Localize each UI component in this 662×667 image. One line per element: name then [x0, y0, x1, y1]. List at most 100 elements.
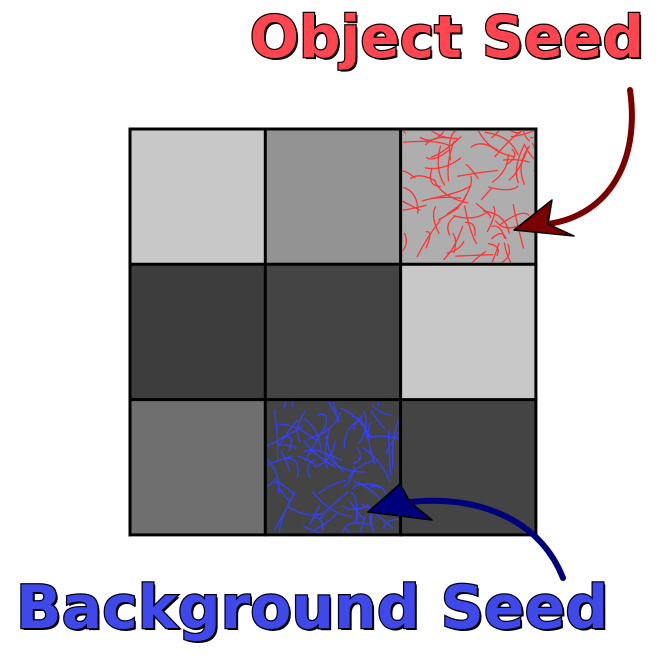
scribble-stroke [387, 430, 392, 476]
scribble-stroke [471, 251, 487, 263]
scribble-stroke [267, 458, 280, 494]
object-seed-label: Object Seed [248, 2, 645, 73]
grid-cell-r2-c1 [265, 399, 401, 535]
object-seed-scribble [402, 131, 534, 263]
scribble-stroke [402, 200, 407, 204]
scribble-stroke [430, 136, 462, 158]
scribble-stroke [491, 131, 500, 139]
scribble-stroke [410, 175, 436, 182]
grid-lines [128, 127, 538, 537]
scribble-stroke [315, 440, 336, 467]
scribble-stroke [402, 131, 406, 134]
grid-cells [130, 129, 536, 535]
background-seed-scribble [267, 401, 399, 533]
scribble-stroke [283, 401, 287, 409]
scribble-stroke [437, 145, 446, 186]
object-arrow-shaft [545, 87, 635, 227]
scribble-stroke [352, 447, 362, 464]
scribble-stroke [348, 459, 374, 479]
scribble-stroke [443, 225, 464, 261]
scribble-stroke [491, 153, 510, 183]
scribble-stroke [446, 240, 465, 254]
scribble-stroke [350, 501, 364, 520]
scribble-stroke [494, 131, 523, 158]
scribble-stroke [367, 422, 376, 465]
scribble-stroke [278, 488, 291, 503]
scribble-stroke [455, 253, 494, 257]
scribble-stroke [267, 455, 292, 466]
scribble-stroke [297, 455, 317, 468]
grid-cell-r1-c0 [130, 264, 266, 400]
scribble-stroke [303, 525, 322, 533]
background-arrow-head [367, 483, 433, 521]
scribble-stroke [487, 243, 499, 257]
scribble-stroke [342, 522, 369, 533]
scribble-stroke [286, 505, 323, 516]
scribble-stroke [331, 401, 338, 414]
scribble-stroke [325, 452, 366, 473]
scribble-stroke [371, 405, 393, 416]
scribble-stroke [491, 242, 500, 263]
scribble-stroke [304, 418, 322, 451]
scribble-stroke [303, 449, 342, 461]
scribble-stroke [370, 410, 385, 430]
scribble-stroke [465, 164, 479, 180]
scribble-stroke [343, 466, 355, 488]
scribble-stroke [267, 477, 278, 488]
scribble-stroke [430, 185, 472, 200]
scribble-stroke [421, 196, 462, 202]
scribble-stroke [402, 232, 407, 253]
scribble-stroke [429, 168, 441, 188]
scribble-stroke [402, 170, 416, 179]
scribble-stroke [285, 457, 299, 479]
scribble-stroke [304, 428, 324, 462]
object-seed-arrow [513, 87, 635, 237]
grid-cell-r1-c2 [400, 264, 536, 400]
scribble-stroke [506, 148, 516, 165]
scribble-stroke [282, 436, 292, 452]
scribble-stroke [522, 131, 531, 142]
object-arrow-head [513, 199, 575, 237]
scribble-stroke [385, 430, 399, 454]
scribble-stroke [523, 143, 534, 160]
scribble-stroke [486, 205, 496, 233]
scribble-stroke [313, 517, 324, 531]
scribble-stroke [403, 140, 450, 147]
scribble-stroke [488, 185, 519, 191]
scribble-stroke [503, 158, 530, 163]
scribble-stroke [453, 211, 489, 219]
scribble-stroke [499, 212, 530, 226]
scribble-stroke [515, 143, 526, 184]
scribble-stroke [274, 492, 295, 530]
scribble-stroke [424, 157, 462, 170]
scribble-stroke [491, 232, 507, 240]
scribble-stroke [343, 526, 352, 533]
scribble-stroke [317, 479, 347, 495]
scribble-stroke [512, 203, 525, 249]
scribble-stroke [430, 131, 458, 140]
grid-cell-r2-c0 [130, 399, 266, 535]
scribble-stroke [352, 414, 363, 430]
scribble-stroke [317, 413, 327, 430]
scribble-stroke [276, 444, 297, 450]
scribble-stroke [296, 411, 306, 443]
scribble-stroke [275, 481, 296, 495]
scribble-stroke [402, 204, 427, 211]
scribble-stroke [303, 439, 336, 468]
scribble-stroke [464, 221, 476, 237]
scribble-stroke [362, 447, 391, 482]
scribble-stroke [457, 169, 499, 177]
scribble-stroke [464, 205, 478, 245]
scribble-stroke [342, 505, 370, 511]
scribble-stroke [314, 513, 337, 531]
scribble-stroke [359, 515, 367, 533]
scribble-stroke [324, 427, 331, 469]
scribble-stroke [340, 407, 372, 438]
scribble-stroke [500, 243, 511, 263]
scribble-stroke [279, 419, 299, 445]
scribble-stroke [308, 505, 321, 526]
scribble-stroke [327, 401, 340, 423]
scribble-stroke [448, 131, 458, 161]
